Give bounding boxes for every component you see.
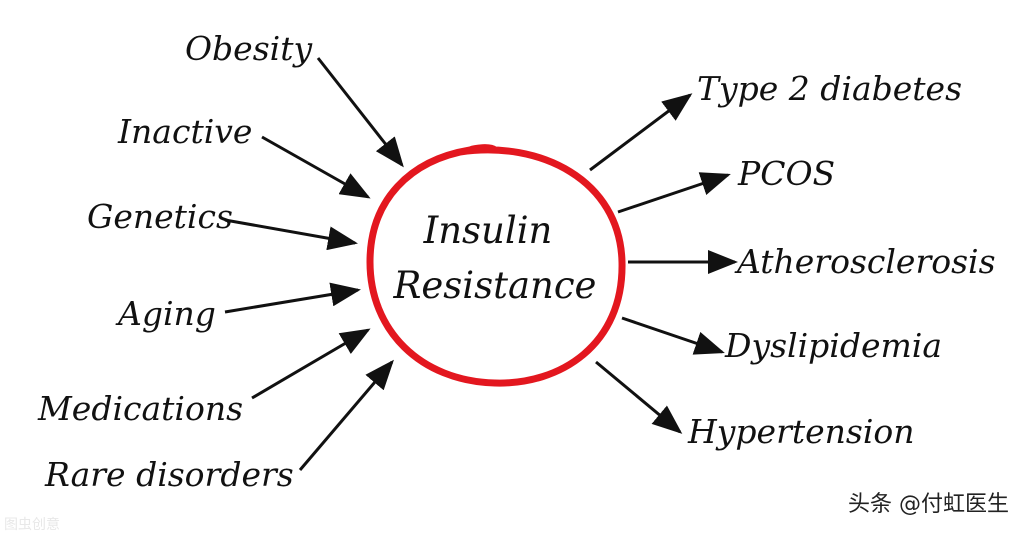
cause-label: Obesity [185,29,312,68]
center-circle [366,144,626,387]
cause-arrow [298,359,394,471]
cause-arrow [224,218,358,251]
cause-arrow [224,282,361,314]
effect-arrow [595,360,683,434]
cause-arrow [261,135,371,199]
watermark-stock: 图虫创意 [4,517,60,533]
cause-arrow [316,57,404,168]
effect-label: Atherosclerosis [734,242,996,281]
effect-label: Dyslipidemia [724,326,942,365]
cause-label: Genetics [87,197,233,236]
effect-label: Hypertension [687,412,915,451]
effect-label: Type 2 diabetes [697,69,962,108]
effect-arrow [617,172,731,214]
effect-label: PCOS [737,154,835,193]
cause-label: Rare disorders [44,455,294,494]
cause-label: Inactive [117,112,252,151]
effect-arrow [621,316,725,355]
cause-label: Aging [115,294,216,333]
center-title-line2: Resistance [393,264,597,307]
cause-label: Medications [37,389,243,428]
center-title-line1: Insulin [423,209,553,252]
effect-arrow [589,93,693,172]
watermark-author: 头条 @付虹医生 [848,492,1009,517]
cause-arrow [251,328,371,400]
